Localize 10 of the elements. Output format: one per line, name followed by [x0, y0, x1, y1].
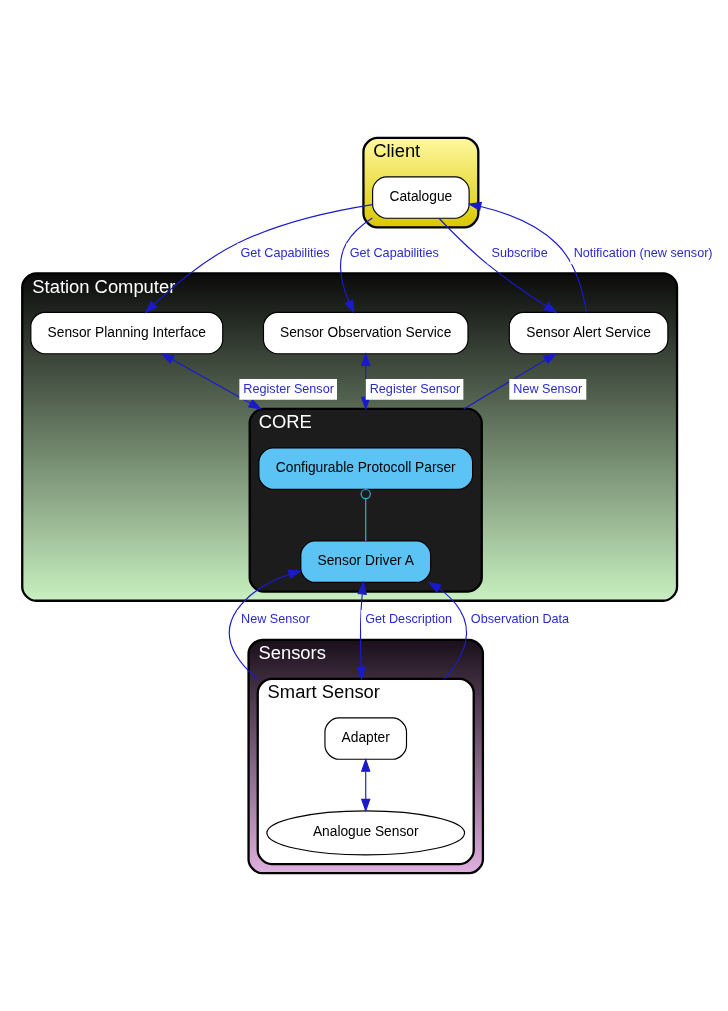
edge-label: Notification (new sensor)	[573, 246, 713, 261]
edge-label: New Sensor	[513, 381, 583, 396]
edge-label: Get Capabilities	[240, 246, 330, 261]
edge-label: Subscribe	[491, 246, 548, 261]
edge-label: Observation Data	[470, 612, 570, 627]
edge-label: Get Capabilities	[349, 246, 439, 261]
edge-label: Register Sensor	[369, 381, 461, 396]
edge-label: Register Sensor	[243, 381, 334, 396]
edge-label: Get Description	[365, 612, 453, 627]
edge-label: New Sensor	[241, 612, 310, 627]
